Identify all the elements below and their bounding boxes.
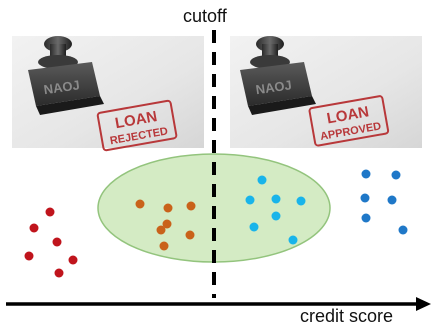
orange-dot [163,203,173,213]
red-dot [29,223,39,233]
rubber-stamp-icon: NAOJ [28,36,104,115]
orange-dot [135,199,145,209]
light-blue-dot [288,235,298,245]
x-axis-arrowhead [416,297,431,311]
orange-dot [156,225,166,235]
red-dot [45,207,55,217]
rubber-stamp-icon: NAOJ [240,36,316,115]
blue-dot [391,170,401,180]
stamp-frame-approved [308,95,390,147]
light-blue-dot-cluster [245,175,306,245]
orange-dot-cluster [135,199,196,251]
x-axis-label: credit score [300,306,394,326]
stamp-handle-print: NAOJ [255,77,293,97]
red-dot [24,251,34,261]
red-dot [54,268,64,278]
red-dot [68,255,78,265]
light-blue-dot [271,211,281,221]
light-blue-dot [271,194,281,204]
cutoff-label: cutoff [183,6,227,26]
loan-rejected-photo: NAOJ LOAN REJECTED [12,36,204,152]
red-dot [52,237,62,247]
light-blue-dot [257,175,267,185]
blue-dot [361,169,371,179]
stamp-handle-print: NAOJ [43,77,81,97]
loan-approved-photo: NAOJ LOAN APPROVED [230,36,422,148]
blue-dot [361,213,371,223]
orange-dot [159,241,169,251]
orange-dot [162,219,172,229]
orange-dot [186,201,196,211]
light-blue-dot [249,222,259,232]
blue-dot [398,225,408,235]
light-blue-dot [245,195,255,205]
blue-dot [360,193,370,203]
blue-dot [387,195,397,205]
blue-dot-cluster [360,169,408,235]
orange-dot [185,230,195,240]
stamp-frame-rejected [96,99,178,152]
red-dot-cluster [24,207,78,278]
light-blue-dot [296,196,306,206]
